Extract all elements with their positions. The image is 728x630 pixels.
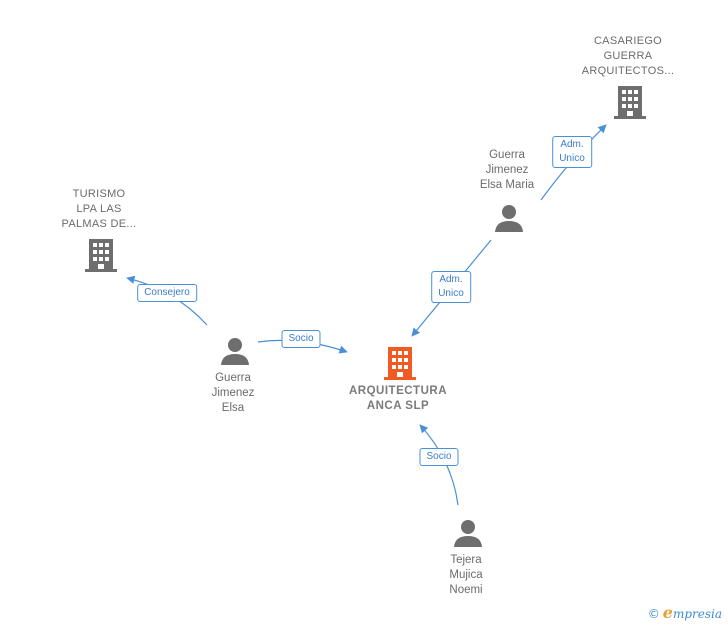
edge-label-socio[interactable]: Socio xyxy=(419,448,459,466)
person-label-elsa-maria[interactable]: Guerra Jimenez Elsa Maria xyxy=(480,148,534,193)
brand-initial: e xyxy=(662,603,673,622)
company-label-turismo[interactable]: TURISMO LPA LAS PALMAS DE... xyxy=(62,187,137,232)
edge-label-line: Consejero xyxy=(144,287,190,298)
label-line: Guerra xyxy=(489,149,525,161)
copyright-icon: © xyxy=(647,607,660,621)
edge-label-line: Adm. xyxy=(439,274,463,285)
label-line: Guerra xyxy=(215,372,251,384)
person-label-noemi[interactable]: Tejera Mujica Noemi xyxy=(449,553,482,598)
building-icon[interactable] xyxy=(84,237,118,278)
edge-label-adm-unico[interactable]: Adm. Unico xyxy=(431,271,471,303)
label-line: Elsa xyxy=(221,402,245,414)
edge-label-line: Socio xyxy=(426,451,452,462)
brand-name: mpresia xyxy=(672,607,722,621)
label-line: Mujica xyxy=(449,569,483,581)
label-line: Tejera xyxy=(450,554,482,566)
edge-label-line: Unico xyxy=(438,288,464,299)
edge-label-socio[interactable]: Socio xyxy=(281,330,321,348)
edge-label-consejero[interactable]: Consejero xyxy=(137,284,197,302)
brand-footer[interactable]: ©empresia xyxy=(648,603,722,622)
company-label-casariego[interactable]: CASARIEGO GUERRA ARQUITECTOS... xyxy=(582,34,675,79)
building-icon[interactable] xyxy=(383,345,417,386)
edge-label-line: Adm. xyxy=(560,139,584,150)
label-line: CASARIEGO xyxy=(593,35,663,47)
person-icon[interactable] xyxy=(494,203,524,238)
label-line: Jimenez xyxy=(485,164,529,176)
person-icon[interactable] xyxy=(453,518,483,553)
label-line: ARQUITECTOS... xyxy=(581,65,675,77)
building-icon[interactable] xyxy=(613,84,647,125)
label-line: Elsa Maria xyxy=(479,179,535,191)
person-icon[interactable] xyxy=(220,336,250,371)
label-line: TURISMO xyxy=(72,188,126,200)
edge-label-line: Socio xyxy=(288,333,314,344)
edge-label-adm-unico[interactable]: Adm. Unico xyxy=(552,136,592,168)
person-label-elsa[interactable]: Guerra Jimenez Elsa xyxy=(212,371,255,416)
label-line: GUERRA xyxy=(603,50,653,62)
label-line: Noemi xyxy=(449,584,483,596)
label-line: ARQUITECTURA xyxy=(349,385,447,397)
edge-label-line: Unico xyxy=(559,153,585,164)
label-line: PALMAS DE... xyxy=(61,218,137,230)
label-line: ANCA SLP xyxy=(366,400,430,412)
company-label-main[interactable]: ARQUITECTURA ANCA SLP xyxy=(349,384,447,414)
label-line: Jimenez xyxy=(211,387,255,399)
label-line: LPA LAS xyxy=(76,203,122,215)
